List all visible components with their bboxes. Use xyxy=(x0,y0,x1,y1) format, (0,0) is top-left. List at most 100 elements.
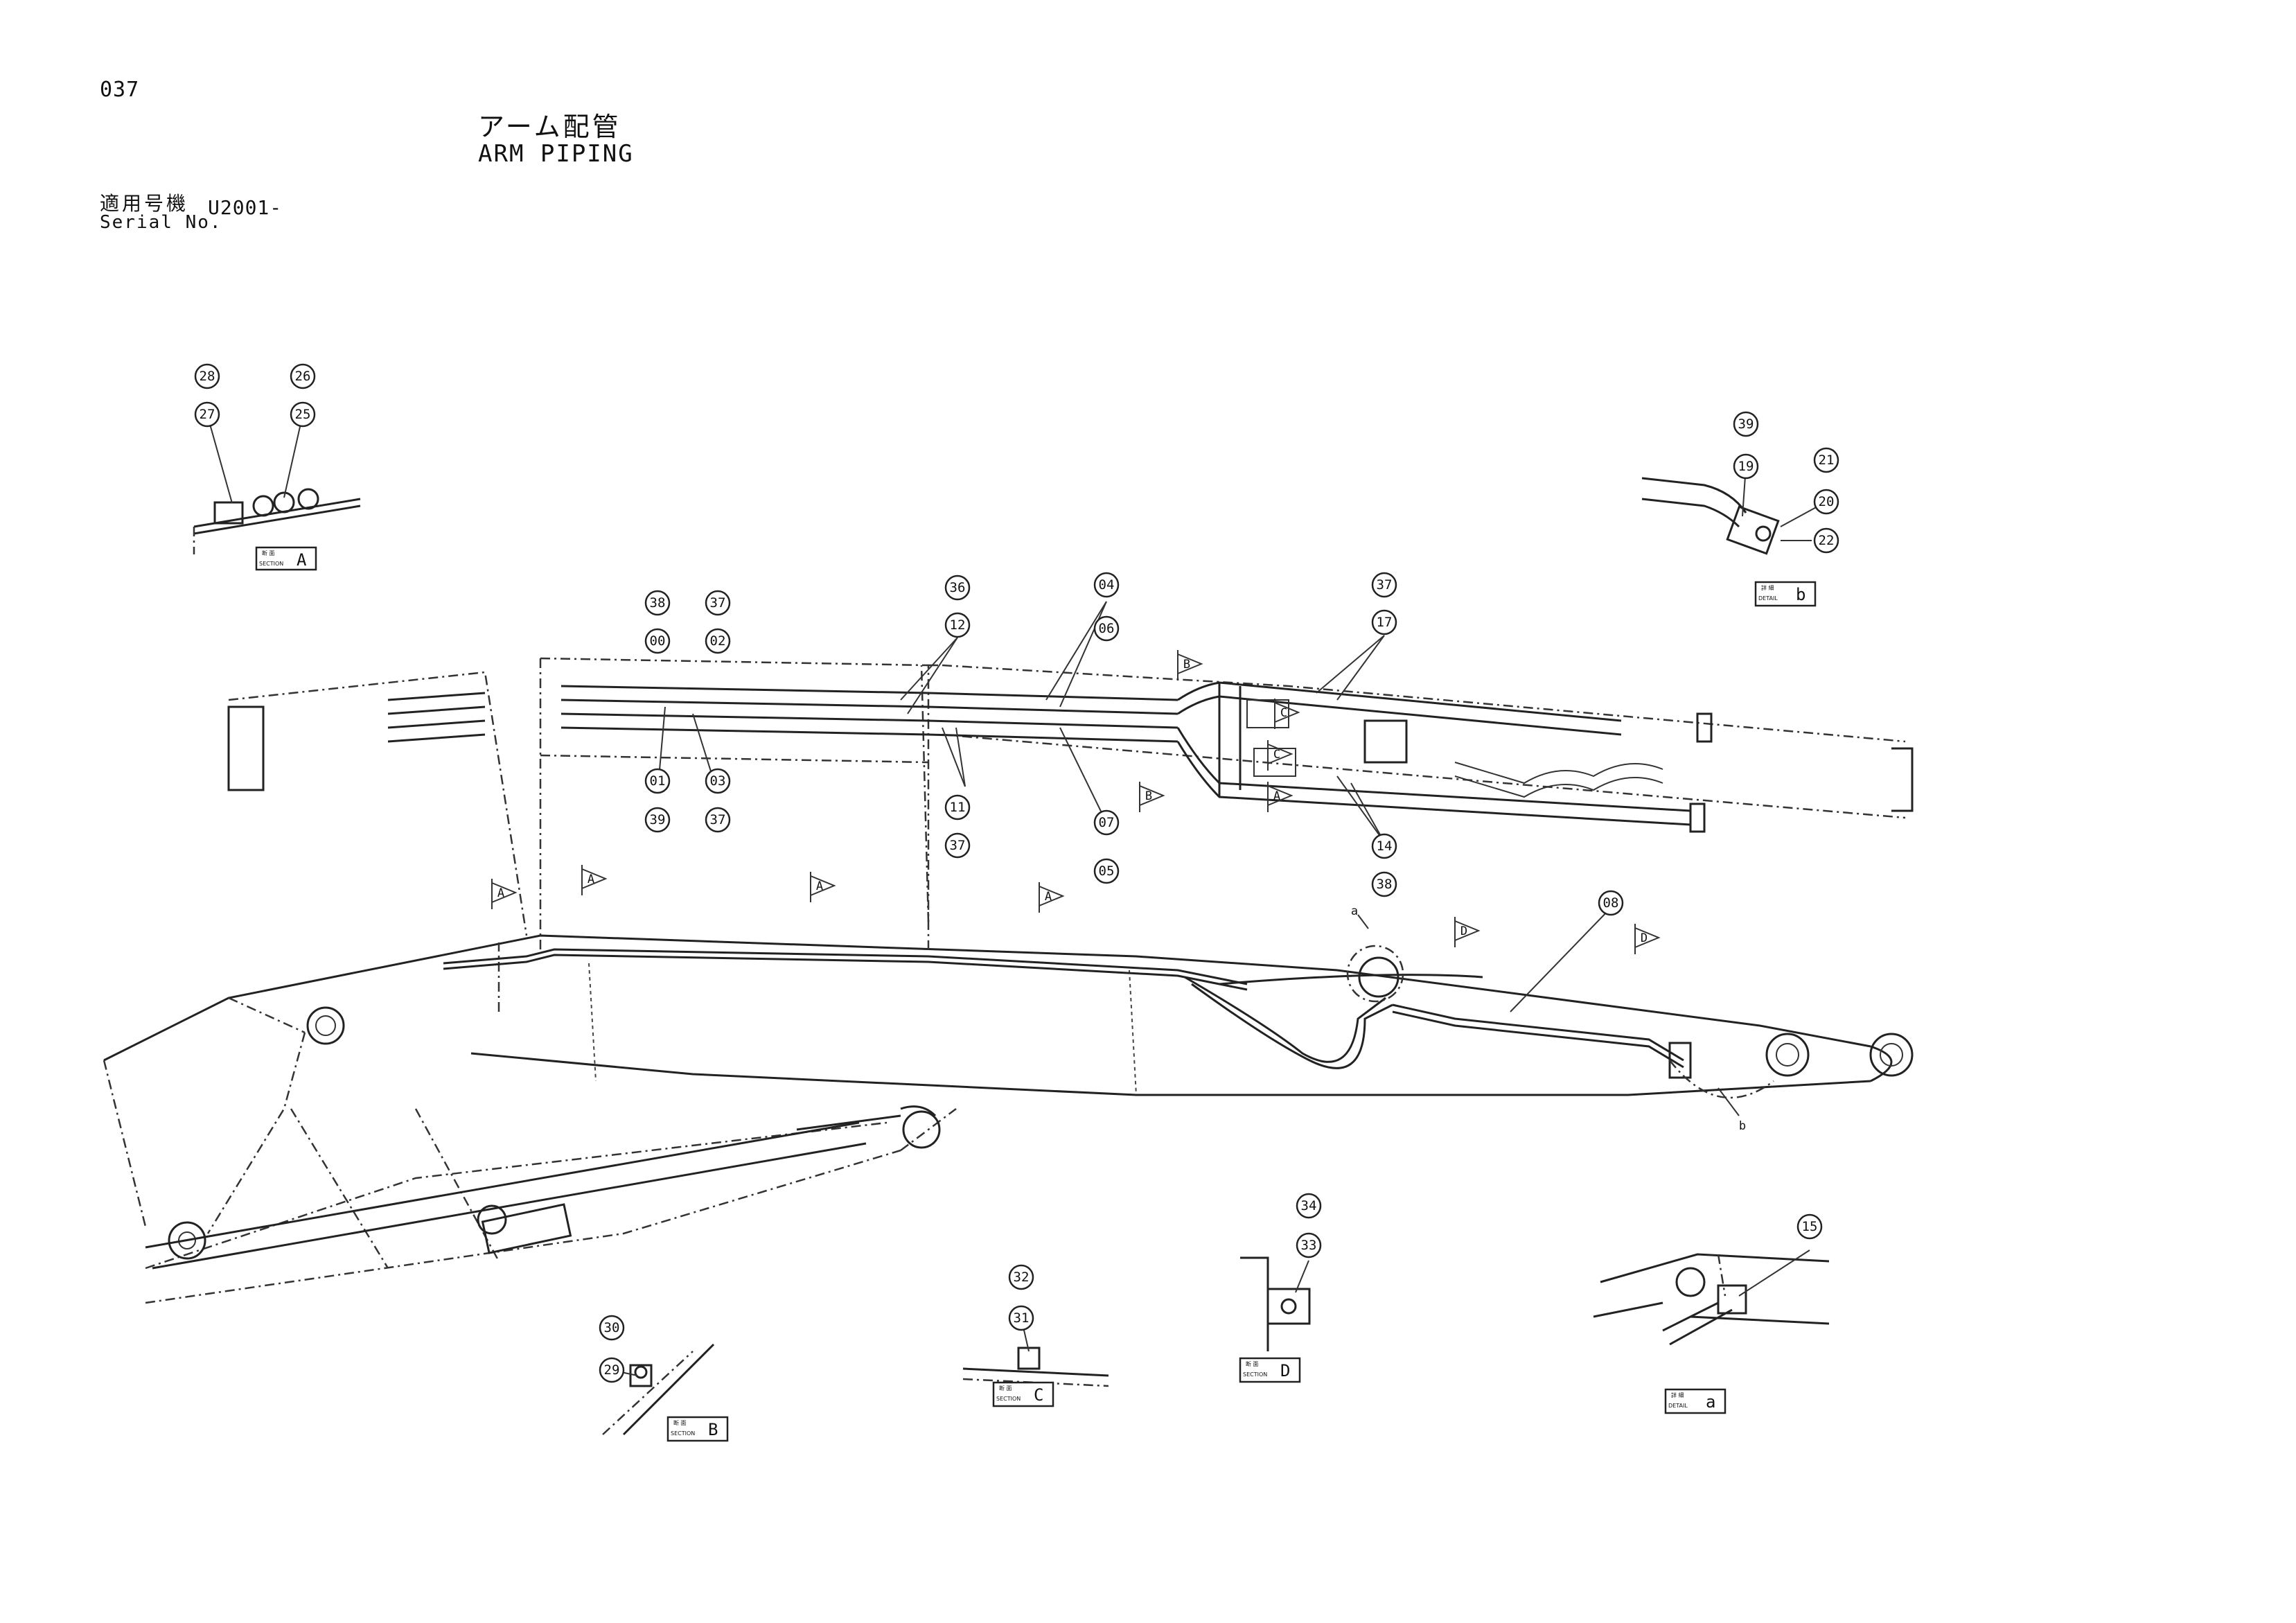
leader-lines xyxy=(206,414,1827,1376)
page-title-japanese: アーム配管 xyxy=(478,112,621,142)
callout-balloon xyxy=(1093,615,1120,642)
view-flag-icon xyxy=(1274,699,1300,729)
lower-pipe-run xyxy=(443,948,1692,1079)
detail-tag-b: 詳 細 DETAIL b xyxy=(1754,581,1817,607)
callout-balloon xyxy=(1598,890,1624,916)
section-d-sketch xyxy=(1240,1256,1311,1351)
callout-balloon xyxy=(1008,1264,1034,1290)
serial-label-japanese: 適用号機 xyxy=(100,192,189,215)
callout-balloon xyxy=(599,1315,625,1341)
callout-balloon xyxy=(194,363,220,389)
view-flag-icon xyxy=(491,879,518,909)
view-flag-letter: C xyxy=(1273,748,1280,762)
detail-a-sketch xyxy=(1593,1253,1830,1346)
upper-section-frames xyxy=(227,657,1914,949)
callout-number: 29 xyxy=(604,1362,620,1378)
svg-text:DETAIL: DETAIL xyxy=(1668,1403,1688,1409)
callout-balloon xyxy=(1371,871,1397,897)
section-a-sketch xyxy=(193,488,361,554)
callout-balloon xyxy=(1093,809,1120,836)
callout-number: 04 xyxy=(1099,577,1115,593)
detail-b-sketch xyxy=(1641,477,1780,555)
svg-text:断 面: 断 面 xyxy=(262,550,275,556)
svg-text:断 面: 断 面 xyxy=(1246,1360,1259,1367)
callout-balloon xyxy=(705,768,731,794)
serial-value: U2001- xyxy=(208,196,283,219)
section-tag-letter: B xyxy=(708,1420,718,1439)
serial-label: Serial No. xyxy=(100,212,222,233)
section-c-sketch xyxy=(962,1346,1109,1387)
callout-number: 31 xyxy=(1014,1310,1030,1326)
callout-number: 28 xyxy=(200,369,215,384)
view-flag-icon xyxy=(810,872,836,902)
svg-text:SECTION: SECTION xyxy=(671,1430,695,1437)
callout-balloon xyxy=(1813,527,1839,554)
callout-balloon xyxy=(1371,609,1397,635)
callout-number: 03 xyxy=(710,773,726,789)
section-tag-b: 断 面 SECTION B xyxy=(666,1416,729,1442)
view-flag-icon xyxy=(1039,882,1065,913)
callout-number: 27 xyxy=(200,407,215,422)
callout-balloon xyxy=(644,628,671,654)
view-flag-letter: D xyxy=(1460,924,1467,938)
section-tag-c: 断 面 SECTION C xyxy=(992,1381,1054,1407)
detail-mark-b: b xyxy=(1739,1119,1746,1133)
section-tag-d: 断 面 SECTION D xyxy=(1239,1357,1301,1383)
callout-balloon xyxy=(944,612,971,638)
callout-number: 11 xyxy=(950,800,966,815)
callout-number: 12 xyxy=(950,617,966,633)
callout-balloon xyxy=(1813,489,1839,515)
callout-balloon xyxy=(1296,1193,1322,1219)
callout-number: 32 xyxy=(1014,1270,1030,1285)
view-flag-icon xyxy=(1267,782,1293,812)
section-tag-letter: D xyxy=(1280,1361,1290,1380)
section-tag-letter: b xyxy=(1796,585,1805,604)
callout-balloon xyxy=(644,768,671,794)
view-flag-letter: A xyxy=(1273,789,1280,803)
svg-text:DETAIL: DETAIL xyxy=(1758,595,1778,602)
callout-number: 39 xyxy=(1738,416,1754,432)
callout-balloon xyxy=(1371,572,1397,598)
callout-balloon xyxy=(1296,1232,1322,1258)
callout-balloon xyxy=(1093,858,1120,884)
view-flag-icon xyxy=(1139,782,1165,812)
callout-number: 07 xyxy=(1099,815,1115,830)
svg-text:SECTION: SECTION xyxy=(996,1396,1021,1402)
callout-number: 05 xyxy=(1099,863,1115,879)
callout-balloon xyxy=(1813,447,1839,473)
callout-number: 22 xyxy=(1819,533,1835,548)
callout-number: 34 xyxy=(1301,1198,1317,1213)
callout-balloon xyxy=(944,574,971,601)
callout-number: 14 xyxy=(1377,839,1393,854)
section-tag-letter: a xyxy=(1706,1392,1715,1412)
view-flag-letter: A xyxy=(497,886,504,900)
callout-number: 15 xyxy=(1802,1219,1818,1234)
view-flag-icon xyxy=(1177,650,1203,681)
callout-number: 21 xyxy=(1819,453,1835,468)
callout-balloon xyxy=(1733,411,1759,437)
callout-balloon xyxy=(1796,1213,1823,1240)
svg-text:断 面: 断 面 xyxy=(999,1385,1012,1392)
callout-number: 33 xyxy=(1301,1238,1317,1253)
callout-balloon xyxy=(705,628,731,654)
callout-number: 06 xyxy=(1099,621,1115,636)
section-b-sketch xyxy=(602,1343,715,1436)
view-flag-letter: A xyxy=(1045,890,1052,904)
section-tag-a: 断 面 SECTION A xyxy=(255,546,317,571)
callout-number: 00 xyxy=(650,633,666,649)
detail-marks: a b xyxy=(1346,904,1774,1133)
view-flag-letter: B xyxy=(1183,658,1190,672)
callout-balloon xyxy=(1733,453,1759,480)
svg-text:SECTION: SECTION xyxy=(1243,1371,1267,1378)
view-flag-letter: A xyxy=(588,872,594,886)
callout-number: 37 xyxy=(1377,577,1393,593)
callout-number: 30 xyxy=(604,1320,620,1335)
callout-balloon xyxy=(599,1357,625,1383)
callout-number: 39 xyxy=(650,812,666,827)
arm-body xyxy=(103,934,1914,1304)
callout-balloon xyxy=(1371,833,1397,859)
view-flag-icon xyxy=(1634,924,1661,954)
